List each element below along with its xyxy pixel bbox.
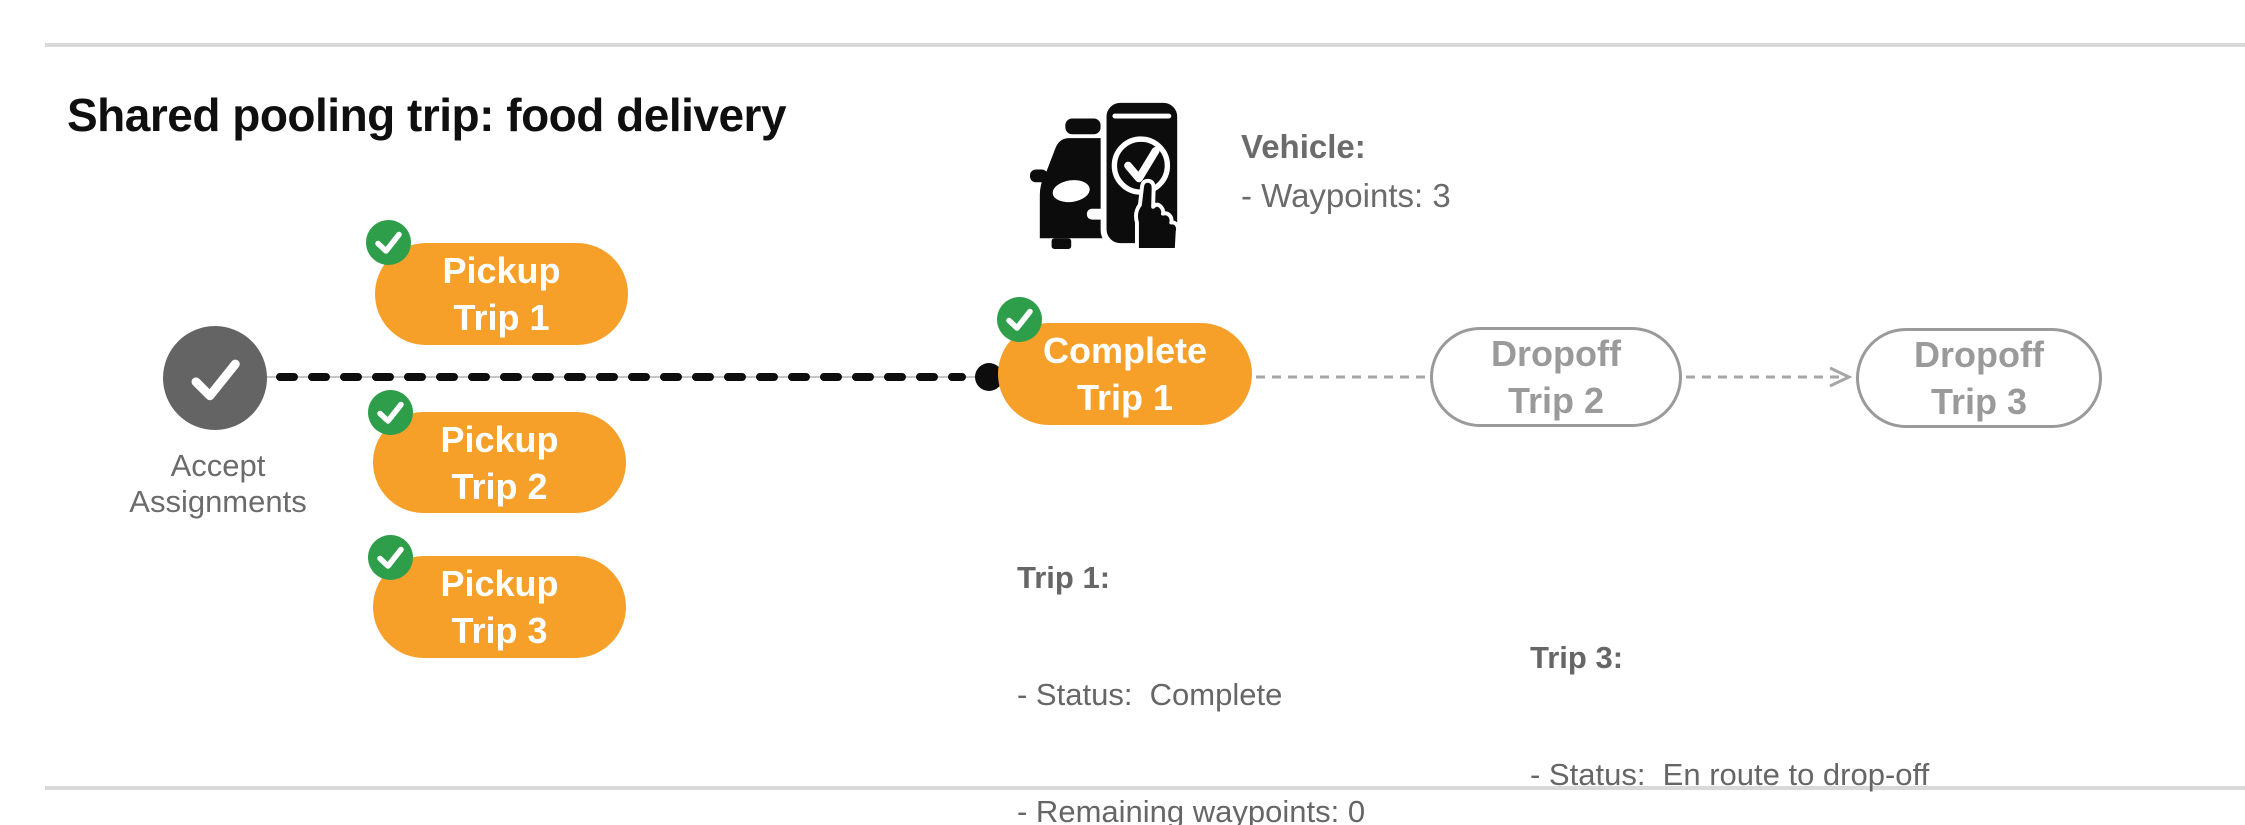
trip1-status-line: - Status: Complete: [1017, 677, 1283, 712]
node-label-line: Dropoff: [1491, 333, 1621, 374]
check-badge-icon: [366, 220, 411, 265]
accept-assignments-node: [163, 326, 267, 430]
vehicle-phone-check-icon: [1030, 97, 1184, 250]
node-label-line: Trip 2: [1507, 380, 1605, 421]
vehicle-waypoints: - Waypoints: 3: [1241, 177, 1451, 214]
node-label-line: Trip 3: [1930, 381, 2028, 422]
node-complete-trip-1: Complete Trip 1: [998, 323, 1252, 425]
node-label-line: Pickup: [440, 418, 559, 460]
node-label-line: Trip 1: [1076, 377, 1174, 418]
trip1-heading: Trip 1:: [1017, 560, 1111, 595]
bottom-divider: [45, 786, 2245, 790]
check-icon: [191, 359, 240, 401]
pointing-hand: [1134, 178, 1181, 250]
page-title: Shared pooling trip: food delivery: [67, 89, 787, 141]
arrowhead-icon: [1829, 366, 1853, 388]
node-dropoff-trip-3: Dropoff Trip 3: [1856, 328, 2102, 428]
top-divider: [45, 43, 2245, 47]
node-label-line: Trip 2: [451, 465, 548, 507]
check-badge-icon: [368, 535, 413, 580]
trip-status-block-left: Trip 1: - Status: Complete - Remaining w…: [1017, 480, 1416, 825]
node-pickup-trip-2: Pickup Trip 2: [373, 412, 626, 513]
accept-assignments-label: Accept Assignments: [68, 448, 368, 520]
node-pickup-trip-3: Pickup Trip 3: [373, 556, 626, 658]
node-label-line: Dropoff: [1914, 334, 2044, 375]
node-label-line: Complete: [1042, 330, 1208, 371]
node-pickup-trip-1: Pickup Trip 1: [375, 243, 628, 345]
check-badge-icon: [997, 297, 1042, 342]
vehicle-info: Vehicle: - Waypoints: 3: [1241, 122, 1451, 220]
node-label-line: Pickup: [442, 250, 561, 291]
accept-label-line: Assignments: [129, 484, 307, 519]
node-label-line: Trip 1: [453, 297, 550, 338]
check-badge-icon: [368, 390, 413, 435]
trip3-heading: Trip 3:: [1530, 640, 1624, 675]
node-label-line: Pickup: [440, 563, 559, 604]
vehicle-label: Vehicle:: [1241, 128, 1366, 165]
trip-status-block-right: Trip 3: - Status: En route to drop-off -…: [1530, 560, 1929, 825]
node-dropoff-trip-2: Dropoff Trip 2: [1430, 327, 1682, 427]
trip3-status-line: - Status: En route to drop-off: [1530, 757, 1930, 792]
trip1-waypoints-line: - Remaining waypoints: 0: [1017, 794, 1366, 825]
node-label-line: Trip 3: [451, 610, 548, 651]
accept-label-line: Accept: [170, 448, 266, 483]
